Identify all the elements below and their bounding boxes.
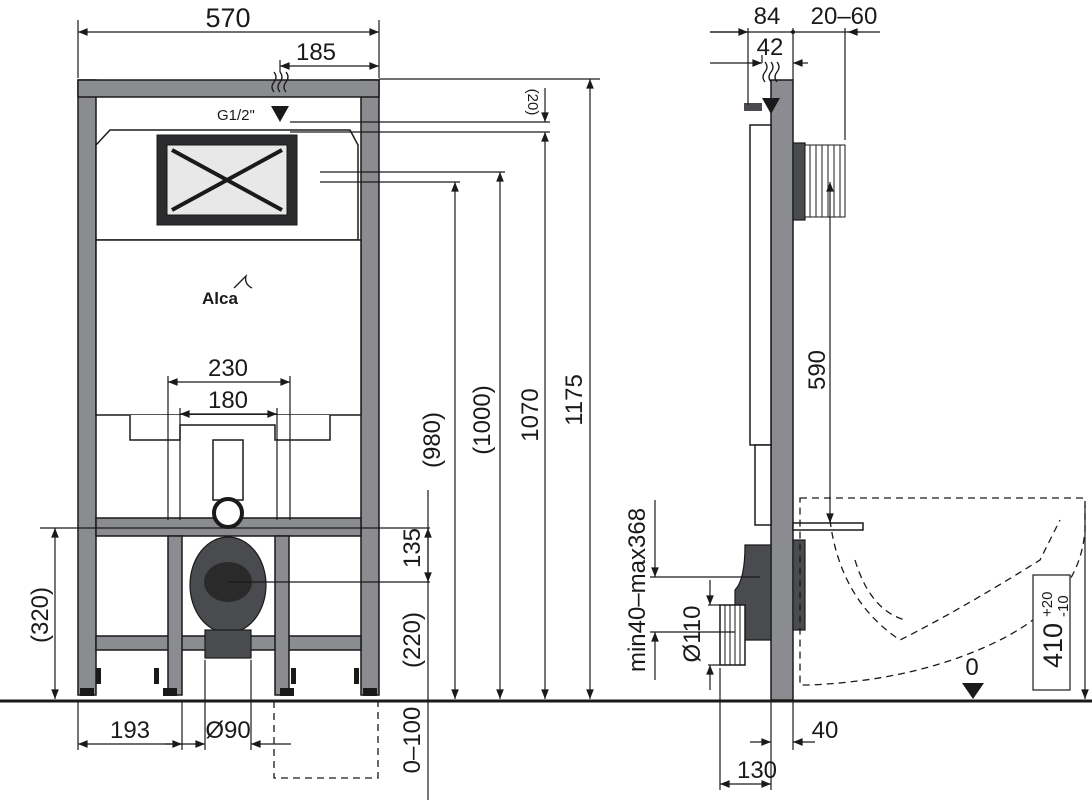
side-cistern: [749, 124, 772, 446]
floor-recess: [273, 701, 379, 779]
floor-zero-label: 0: [965, 654, 978, 681]
dim-42: 42: [757, 34, 784, 61]
dim-410: 410: [1038, 623, 1068, 668]
side-supply-icon: [762, 61, 780, 83]
side-flush-plate-frame: [792, 142, 806, 221]
front-dimensions: [40, 20, 600, 800]
side-view: 84 20–60 42 590 min40–max368 Ø110 410 +2…: [624, 3, 1089, 790]
frame-inner-post-left: [167, 535, 183, 696]
supply-arrow-icon: [271, 106, 289, 122]
side-bowl-bolt: [792, 522, 864, 531]
dim-220: (220): [399, 612, 426, 668]
bowl-inner-outline: [829, 519, 1061, 641]
front-view: G1/2" Alca: [27, 3, 600, 800]
cistern-lower-lugs: [129, 415, 331, 441]
frame-inner-post-right: [274, 535, 290, 696]
side-supply-valve: [744, 103, 762, 111]
bowl-height-box: [1032, 574, 1071, 691]
wall-hung-bowl-outline: [799, 497, 1086, 686]
dim-20-60: 20–60: [811, 3, 878, 30]
dim-drain-range: min40–max368: [624, 508, 651, 672]
dim-980: (980): [419, 412, 446, 468]
dim-1000: (1000): [469, 385, 496, 454]
side-dimensions: [650, 28, 1089, 790]
supply-thread-label: G1/2": [217, 107, 255, 124]
dim-floor-0-100: 0–100: [399, 707, 426, 774]
dim-590: 590: [804, 350, 831, 390]
dim-410-tol-minus: -10: [1055, 595, 1072, 617]
dim-supply-20: (20): [524, 89, 541, 116]
bird-logo-icon: [233, 273, 253, 289]
drain-pipe: [204, 629, 252, 659]
dim-130: 130: [737, 757, 777, 784]
dim-supply-185: 185: [296, 39, 336, 66]
side-flush-plate-ring: [804, 144, 846, 218]
dim-410-tol-plus: +20: [1039, 592, 1056, 617]
side-frame-post: [770, 79, 794, 701]
side-drain-pipe-ribs: [724, 605, 741, 665]
dim-width-570: 570: [205, 3, 250, 33]
flush-plate-cross: [171, 148, 283, 212]
dim-193: 193: [110, 717, 150, 744]
floor-zero-marker-icon: [962, 683, 984, 699]
frame-feet: [80, 668, 377, 696]
side-flush-plate-ribs: [809, 145, 841, 217]
side-supply-arrow-icon: [762, 98, 780, 114]
flush-pipe: [212, 439, 244, 501]
dim-320: (320): [27, 587, 54, 643]
dim-135: 135: [399, 528, 426, 568]
dim-1070: 1070: [517, 388, 544, 441]
side-cistern-lower: [754, 444, 772, 526]
dim-84: 84: [754, 3, 781, 30]
side-drain-pipe: [719, 604, 746, 666]
flush-outlet: [212, 497, 244, 529]
water-supply-icon: [271, 71, 289, 93]
dim-230: 230: [208, 355, 248, 382]
frame-top-bar: [77, 79, 380, 98]
brand-logo: Alca: [202, 289, 238, 308]
side-bowl-bracket: [792, 539, 806, 631]
dim-drain-110: Ø110: [679, 606, 706, 663]
dim-drain-90: Ø90: [205, 717, 250, 744]
dim-40: 40: [812, 717, 839, 744]
dim-180: 180: [208, 387, 248, 414]
frame-left-post: [77, 79, 97, 696]
dim-1175: 1175: [561, 374, 588, 426]
